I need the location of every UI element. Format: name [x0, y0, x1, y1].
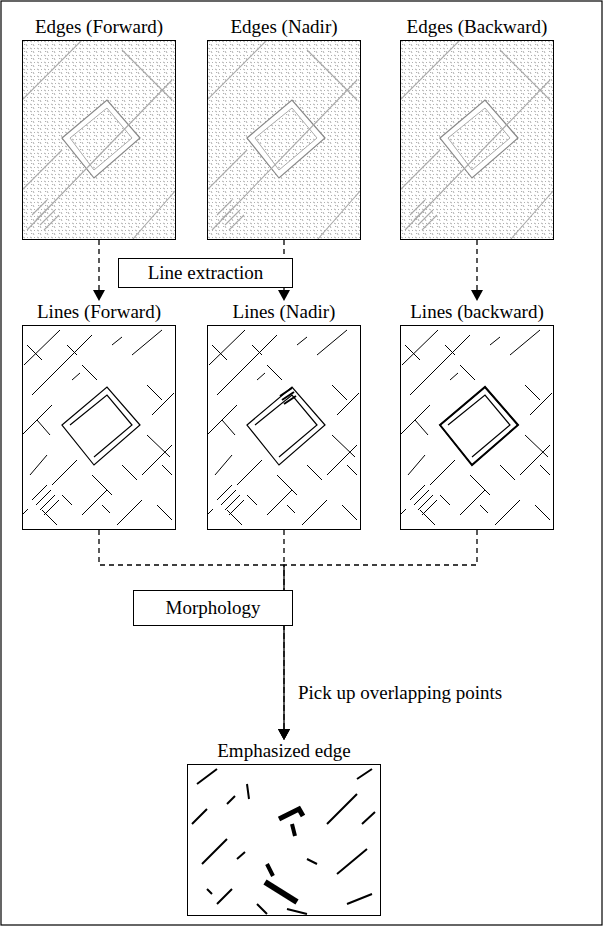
arrowhead [93, 290, 105, 301]
image-frame [400, 325, 554, 530]
line-image [207, 330, 359, 525]
edge-image [207, 40, 361, 240]
panel-heading: Lines (Nadir) [207, 301, 361, 323]
panel-title: Emphasized edge [217, 740, 350, 762]
image-panel: Lines (backward) [400, 301, 554, 530]
box-label: Morphology [166, 597, 261, 619]
connector-line [476, 240, 477, 292]
line-image [22, 330, 174, 525]
panel-title: Lines (backward) [410, 301, 543, 323]
box-label: Line extraction [148, 262, 264, 284]
edge-image [400, 40, 554, 240]
line-image [400, 330, 552, 525]
panel-heading: Edges (Forward) [22, 16, 176, 38]
arrowhead [471, 290, 483, 301]
panel-title: Lines (Forward) [37, 301, 161, 323]
connector-line [98, 240, 99, 292]
connector-label: Pick up overlapping points [296, 682, 504, 704]
emphasized-image [192, 769, 375, 914]
image-panel: Edges (Backward) [400, 16, 554, 240]
dashed-connector [93, 240, 105, 301]
image-frame [400, 40, 554, 240]
panel-title: Lines (Nadir) [233, 301, 336, 323]
image-frame [22, 325, 176, 530]
edge-image [22, 40, 176, 240]
image-panel: Edges (Forward) [22, 16, 176, 240]
arrowhead [278, 290, 290, 301]
dashed-connector [99, 530, 290, 740]
panel-heading: Lines (backward) [400, 301, 554, 323]
connector-line [99, 530, 284, 731]
image-panel: Lines (Forward) [22, 301, 176, 530]
arrowhead [278, 729, 290, 740]
line-detail [440, 387, 518, 465]
dashed-connector [278, 530, 477, 740]
image-frame [207, 40, 361, 240]
panel-heading: Emphasized edge [187, 740, 381, 762]
panel-title: Edges (Forward) [35, 16, 163, 38]
panel-heading: Edges (Nadir) [207, 16, 361, 38]
panel-heading: Lines (Forward) [22, 301, 176, 323]
line-detail [280, 388, 296, 404]
image-frame [187, 764, 381, 916]
panel-heading: Edges (Backward) [400, 16, 554, 38]
dashed-connector [471, 240, 483, 301]
image-panel: Edges (Nadir) [207, 16, 361, 240]
process-box: Line extraction [118, 258, 293, 288]
image-frame [207, 325, 361, 530]
panel-title: Edges (Backward) [407, 16, 548, 38]
image-frame [22, 40, 176, 240]
process-box: Morphology [133, 590, 293, 626]
arrowhead [278, 729, 290, 740]
arrowhead [278, 729, 290, 740]
image-panel: Emphasized edge [187, 740, 381, 916]
image-panel: Lines (Nadir) [207, 301, 361, 530]
panel-title: Edges (Nadir) [230, 16, 337, 38]
